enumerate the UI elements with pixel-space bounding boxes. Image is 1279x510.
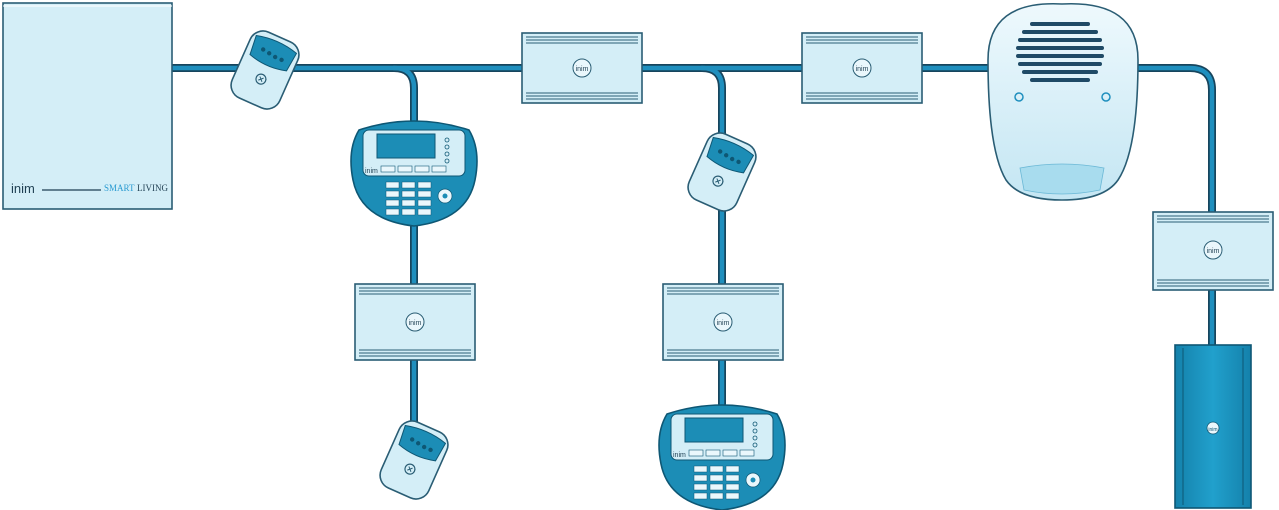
expansion-module: inim — [801, 32, 923, 104]
control-panel: inim SMART LIVING — [2, 2, 173, 210]
inim-logo-icon — [1206, 421, 1220, 435]
siren-flash-lens — [1019, 163, 1105, 195]
rfid-icon — [712, 175, 724, 187]
svg-text:inim: inim — [409, 320, 422, 327]
svg-text:inim: inim — [365, 168, 378, 175]
outdoor-siren — [987, 2, 1139, 201]
expansion-module: inim — [1152, 211, 1274, 291]
screw-icon — [1014, 92, 1024, 102]
proximity-reader — [379, 420, 449, 500]
inim-logo-icon — [852, 58, 872, 78]
svg-text:inim: inim — [717, 320, 730, 327]
inim-logo-icon — [405, 312, 425, 332]
svg-text:inim: inim — [673, 452, 686, 459]
inim-logo-icon — [713, 312, 733, 332]
rfid-icon — [255, 73, 267, 85]
panel-product-suffix: LIVING — [137, 183, 168, 193]
proximity-reader — [230, 30, 300, 110]
expansion-module: inim — [354, 283, 476, 361]
lcd-display — [376, 133, 436, 159]
power-supply-box: inim — [1174, 344, 1252, 509]
panel-brand: inim — [11, 181, 35, 196]
keypad: inim — [350, 120, 478, 227]
svg-text:inim: inim — [1208, 427, 1217, 433]
svg-text:inim: inim — [1207, 248, 1220, 255]
bus-wires — [168, 64, 1216, 434]
expansion-module: inim — [662, 283, 784, 361]
svg-text:inim: inim — [856, 66, 869, 73]
inim-logo-icon — [572, 58, 592, 78]
inim-logo-icon — [1203, 240, 1223, 260]
rfid-icon — [404, 463, 416, 475]
siren-grille — [1016, 22, 1104, 82]
panel-product-prefix: SMART — [104, 183, 135, 193]
proximity-reader — [687, 132, 757, 212]
keypad: inim — [658, 404, 786, 510]
lcd-display — [684, 417, 744, 443]
svg-text:inim: inim — [576, 66, 589, 73]
screw-icon — [1101, 92, 1111, 102]
expansion-module: inim — [521, 32, 643, 104]
